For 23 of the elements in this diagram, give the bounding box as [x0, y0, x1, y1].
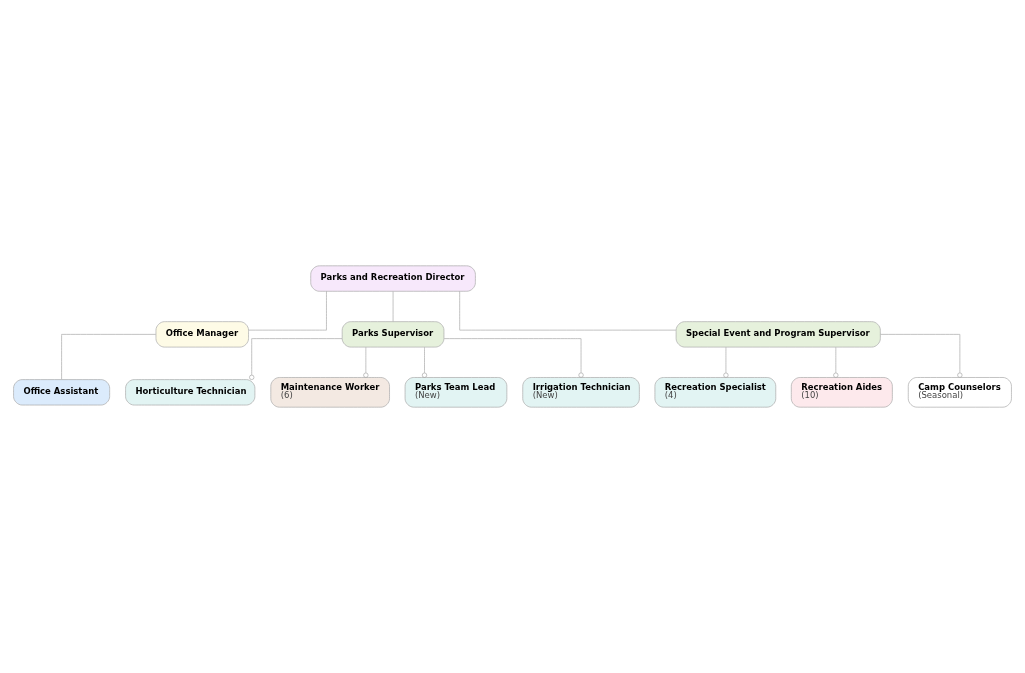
connector	[363, 346, 369, 378]
node-box: Camp Counselors (Seasonal)	[907, 377, 1012, 408]
connector	[723, 346, 729, 378]
connector	[880, 334, 963, 378]
connector	[459, 290, 677, 331]
connector	[248, 290, 327, 331]
connector	[833, 346, 839, 378]
node-box: Parks and Recreation Director	[310, 265, 476, 292]
node-box: Parks Team Lead (New)	[404, 377, 508, 408]
connector	[392, 291, 394, 322]
node-box: Maintenance Worker (6)	[270, 377, 390, 408]
node-box: Irrigation Technician (New)	[522, 377, 640, 408]
node-box: Horticulture Technician	[125, 379, 256, 406]
node-box: Office Assistant	[13, 379, 110, 406]
connector	[421, 346, 428, 378]
connector	[61, 334, 157, 380]
connector	[249, 338, 343, 380]
node-box: Recreation Aides (10)	[790, 377, 893, 408]
node-box: Office Manager	[155, 321, 249, 348]
node-box: Parks Supervisor	[341, 321, 445, 348]
node-box: Special Event and Program Supervisor	[675, 321, 881, 348]
node-box: Recreation Specialist (4)	[654, 377, 777, 408]
connector	[443, 338, 584, 378]
